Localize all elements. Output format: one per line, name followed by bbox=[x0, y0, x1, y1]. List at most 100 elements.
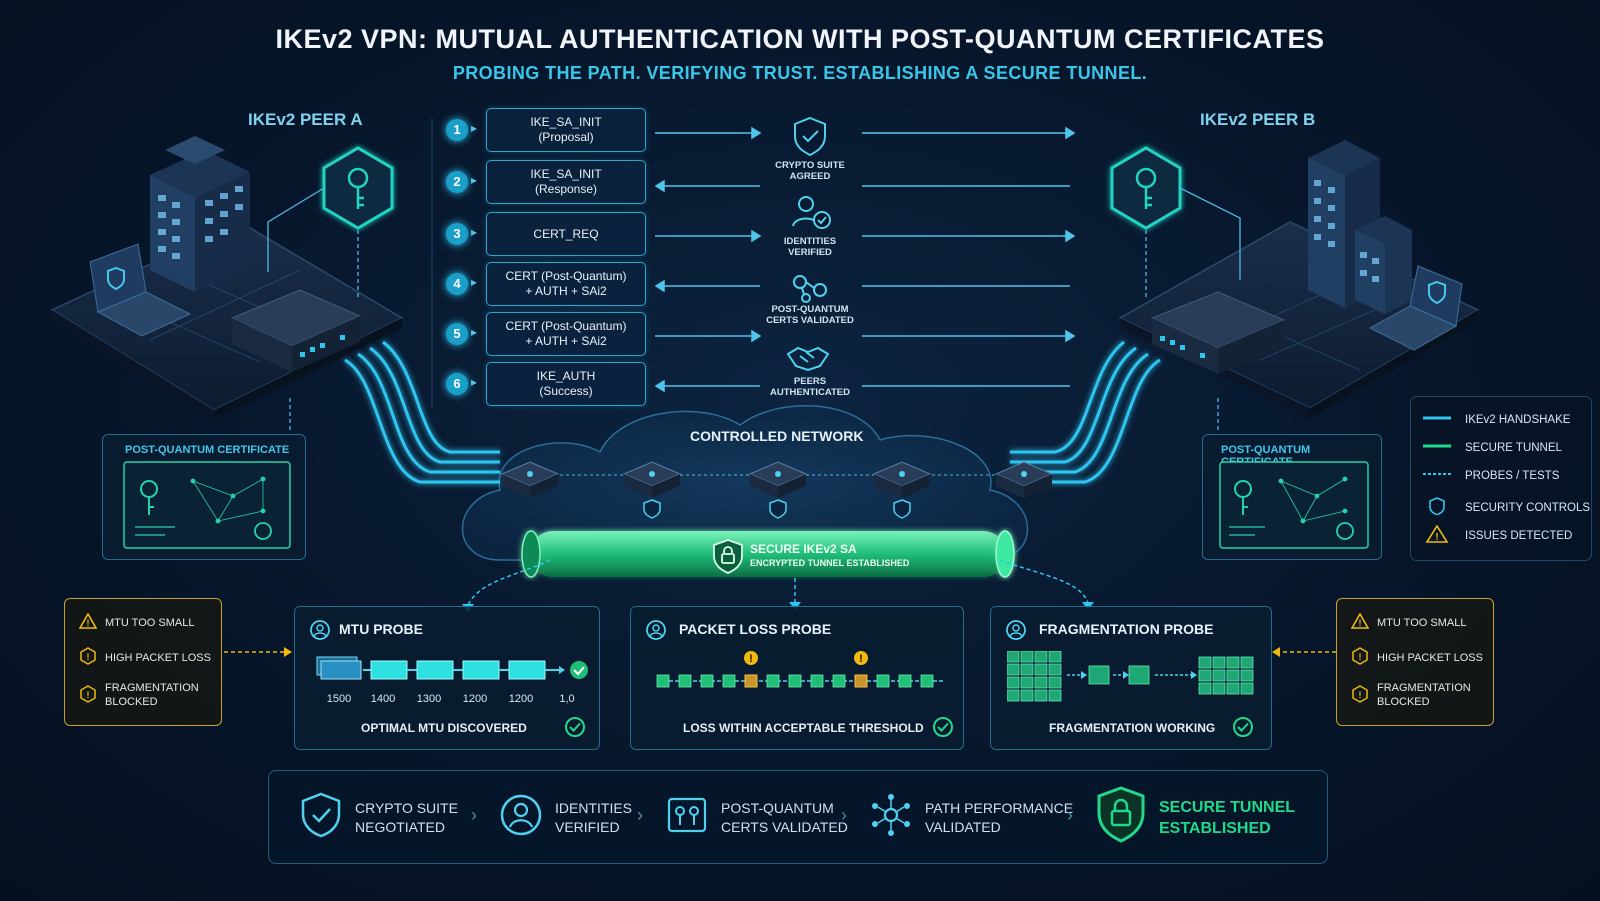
packet-loss-probe-title: PACKET LOSS PROBE bbox=[679, 621, 832, 637]
summary-label: PATH PERFORMANCE VALIDATED bbox=[925, 799, 1073, 837]
step-pointer-icon: ▸ bbox=[471, 225, 478, 239]
message-name: CERT_REQ bbox=[533, 226, 599, 241]
summary-line: PATH PERFORMANCE bbox=[925, 799, 1074, 816]
handshake-message-1: IKE_SA_INIT(Proposal) bbox=[486, 108, 646, 152]
message-detail: (Success) bbox=[539, 384, 593, 398]
network-node bbox=[994, 460, 1054, 525]
tunnel-subtitle: ENCRYPTED TUNNEL ESTABLISHED bbox=[750, 558, 910, 568]
mtu-packet-sequence bbox=[316, 656, 588, 680]
issue-line: HIGH PACKET LOSS bbox=[1377, 651, 1483, 664]
mtu-size-label: 1500 bbox=[326, 693, 352, 705]
probe-icon bbox=[310, 620, 330, 640]
issue-line: MTU TOO SMALL bbox=[1377, 616, 1467, 629]
handshake-cables-right bbox=[1010, 340, 1161, 484]
probe-icon bbox=[1006, 620, 1026, 640]
svg-text:!: ! bbox=[87, 690, 90, 700]
handshake-cables-left bbox=[344, 340, 500, 484]
summary-item: PATH PERFORMANCE VALIDATED bbox=[869, 791, 1073, 844]
handshake-message-3: CERT_REQ bbox=[486, 212, 646, 256]
handshake-message-6: IKE_AUTH(Success) bbox=[486, 362, 646, 406]
handshake-message-5: CERT (Post-Quantum)+ AUTH + SAi2 bbox=[486, 312, 646, 356]
status-line: VERIFIED bbox=[788, 247, 832, 258]
handshake-message-2: IKE_SA_INIT(Response) bbox=[486, 160, 646, 204]
issue-line: FRAGMENTATION bbox=[1377, 682, 1471, 694]
network-icon bbox=[869, 791, 913, 844]
summary-line: SECURE TUNNEL bbox=[1159, 798, 1296, 816]
message-detail: + AUTH + SAi2 bbox=[525, 334, 607, 348]
certificate-icon bbox=[123, 461, 291, 549]
legend-item: SECURE TUNNEL bbox=[1421, 441, 1562, 454]
tunnel-lock-icon bbox=[710, 538, 746, 574]
legend-label: PROBES / TESTS bbox=[1465, 469, 1560, 482]
issues-left-card: !MTU TOO SMALL!HIGH PACKET LOSS!FRAGMENT… bbox=[64, 598, 222, 726]
issue-label: MTU TOO SMALL bbox=[1377, 616, 1466, 630]
fragmentation-probe-card: FRAGMENTATION PROBE FRAGMENTATION WORKIN… bbox=[990, 606, 1272, 750]
network-node bbox=[748, 460, 808, 525]
step-number-6: 6 bbox=[446, 373, 468, 395]
network-node bbox=[500, 460, 560, 525]
packet-warning-icon: ! bbox=[1351, 647, 1369, 668]
status-line: IDENTITIES bbox=[783, 236, 837, 247]
svg-text:!: ! bbox=[1359, 652, 1362, 662]
step-pointer-icon: ▸ bbox=[471, 121, 478, 135]
probe-icon bbox=[646, 620, 666, 640]
status-line: AUTHENTICATED bbox=[769, 387, 851, 398]
status-line: CRYPTO SUITE bbox=[775, 160, 845, 171]
shield-check-icon bbox=[794, 116, 826, 157]
summary-line: VALIDATED bbox=[925, 818, 1001, 835]
step-pointer-icon: ▸ bbox=[471, 173, 478, 187]
chevron-right-icon: › bbox=[637, 805, 643, 825]
step-pointer-icon: ▸ bbox=[471, 325, 478, 339]
peer-a-cert-title: POST-QUANTUM CERTIFICATE bbox=[125, 444, 290, 456]
legend-item: PROBES / TESTS bbox=[1421, 469, 1559, 482]
page-subtitle: PROBING THE PATH. VERIFYING TRUST. ESTAB… bbox=[452, 63, 1148, 83]
status-line: CERTS VALIDATED bbox=[766, 315, 854, 326]
fragmentation-probe-title: FRAGMENTATION PROBE bbox=[1039, 621, 1214, 637]
warning-icon: ! bbox=[1350, 612, 1370, 632]
issues-right-card: ! MTU TOO SMALL! HIGH PACKET LOSS! FRAGMENT… bbox=[1336, 598, 1494, 726]
key-network-icon bbox=[793, 275, 827, 303]
peer-b-title: IKEv2 PEER B bbox=[1200, 110, 1316, 129]
handshake-message-4: CERT (Post-Quantum)+ AUTH + SAi2 bbox=[486, 262, 646, 306]
peer-a-platform bbox=[50, 136, 404, 420]
svg-text:!: ! bbox=[87, 618, 90, 628]
step-pointer-icon: ▸ bbox=[471, 275, 478, 289]
peer-b-key-icon bbox=[1110, 146, 1182, 230]
message-name: CERT (Post-Quantum) bbox=[505, 319, 627, 333]
handshake-icon bbox=[786, 346, 830, 372]
check-circle-icon bbox=[565, 717, 585, 737]
shield-icon bbox=[1421, 497, 1453, 518]
certificate-icon bbox=[1219, 461, 1369, 549]
issue-line: BLOCKED bbox=[105, 696, 158, 708]
mtu-size-label: 1400 bbox=[370, 693, 396, 705]
secure-tunnel-tube bbox=[521, 530, 1015, 578]
page-title: IKEv2 VPN: MUTUAL AUTHENTICATION WITH PO… bbox=[275, 24, 1325, 54]
issue-item: !HIGH PACKET LOSS bbox=[79, 647, 211, 668]
warning-icon: ! bbox=[1421, 524, 1453, 546]
legend-item: SECURITY CONTROLS bbox=[1421, 497, 1590, 518]
message-name: IKE_SA_INIT bbox=[530, 167, 602, 181]
message-detail: (Proposal) bbox=[538, 130, 594, 144]
legend-item: !ISSUES DETECTED bbox=[1421, 524, 1572, 546]
status-line: PEERS bbox=[793, 376, 827, 387]
mtu-size-label: 1,0 bbox=[559, 693, 575, 705]
check-circle-icon bbox=[933, 717, 953, 737]
step-number-5: 5 bbox=[446, 323, 468, 345]
legend-label: SECURE TUNNEL bbox=[1465, 441, 1562, 454]
svg-text:!: ! bbox=[1359, 690, 1362, 700]
svg-text:!: ! bbox=[1359, 618, 1362, 628]
legend-swatch bbox=[1421, 441, 1453, 454]
step-number-2: 2 bbox=[446, 171, 468, 193]
svg-text:!: ! bbox=[859, 653, 863, 665]
summary-line: NEGOTIATED bbox=[355, 818, 445, 835]
mtu-probe-footer: OPTIMAL MTU DISCOVERED bbox=[361, 721, 527, 735]
